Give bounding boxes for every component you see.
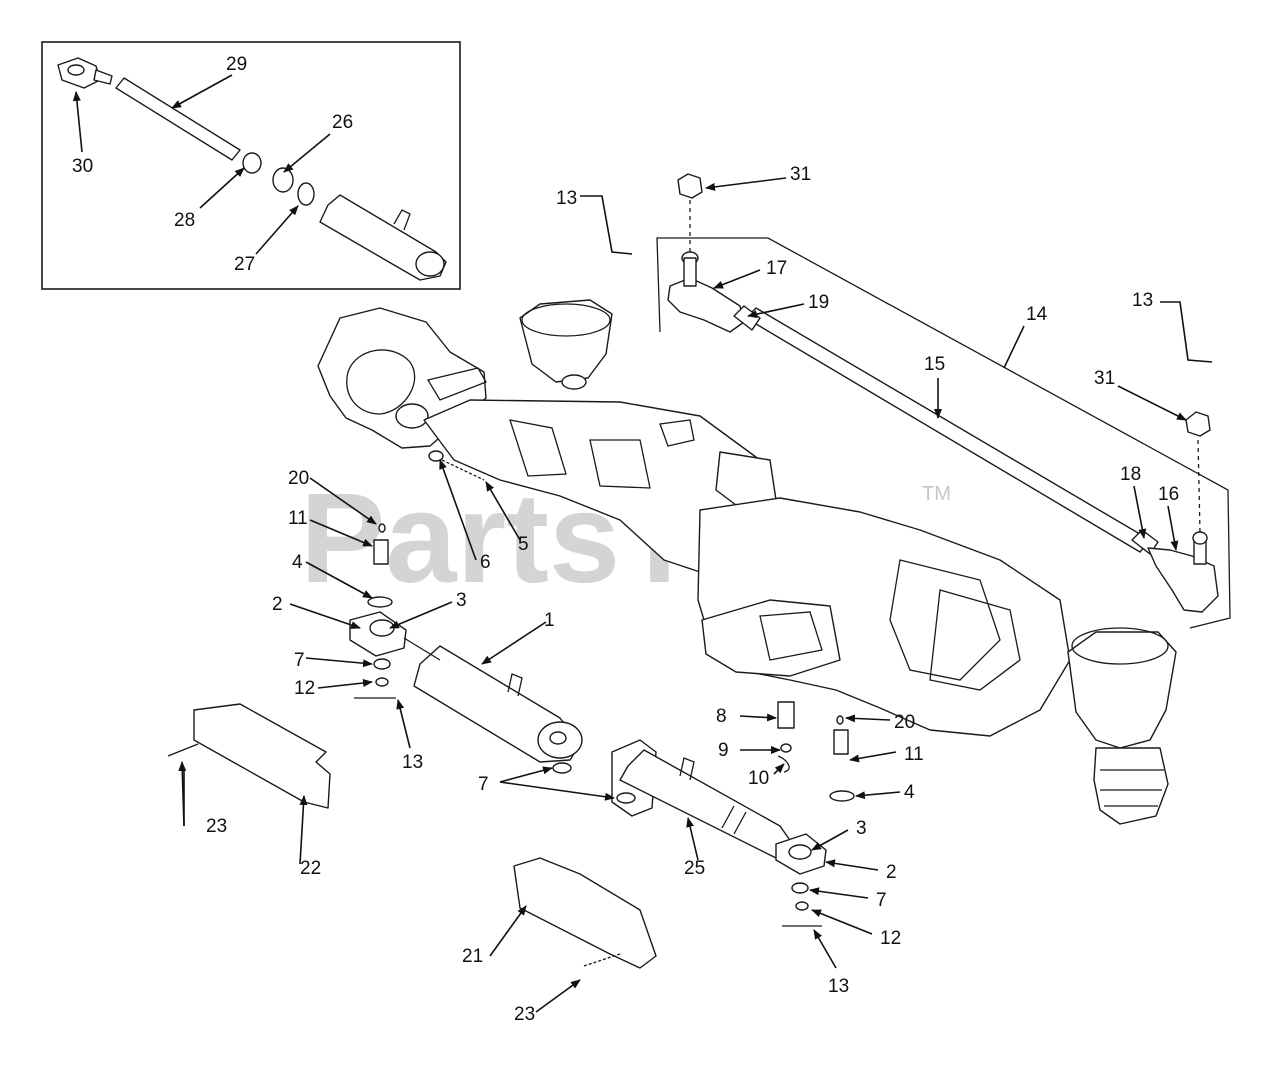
inset-frame (41, 41, 461, 290)
castle-nut-31-left (677, 173, 703, 199)
tie-rod-end-left-shaft (683, 257, 697, 287)
callout-29: 29 (226, 54, 247, 75)
callout-31-right: 31 (1094, 368, 1115, 389)
cylinder-guards (167, 703, 657, 969)
inset-ball-joint-stud (93, 69, 113, 85)
callout-12-right: 12 (880, 928, 901, 949)
guard-22 (193, 703, 331, 809)
callout-4-right: 4 (904, 782, 915, 803)
callout-15: 15 (924, 354, 945, 375)
guard-21 (513, 857, 657, 969)
callout-26: 26 (332, 112, 353, 133)
watermark-trademark: TM (922, 483, 951, 505)
steering-cylinder-right (428, 450, 855, 927)
washer-9 (780, 743, 792, 753)
callout-5: 5 (518, 534, 529, 555)
castle-nut-31-right (1185, 411, 1211, 437)
callout-8: 8 (716, 706, 727, 727)
callout-11-right: 11 (904, 744, 924, 765)
callout-22: 22 (300, 858, 321, 879)
clip-10 (777, 755, 790, 773)
callout-17: 17 (766, 258, 787, 279)
bushing-11-left (373, 539, 389, 565)
nut-7-left (373, 658, 391, 670)
callout-12-left: 12 (294, 678, 315, 699)
tie-rod-frame (656, 237, 1231, 629)
cylinder-1-port (507, 673, 523, 697)
washer-7-mid-b (616, 792, 636, 804)
callout-10: 10 (748, 768, 769, 789)
callout-1: 1 (544, 610, 555, 631)
callout-20-right: 20 (894, 712, 915, 733)
callout-19: 19 (808, 292, 829, 313)
inset-seal-27 (297, 182, 315, 206)
callout-31-left: 31 (790, 164, 811, 185)
ball-joint-3-right (788, 844, 812, 860)
inset-washer-28 (242, 152, 262, 174)
tie-rod-end-right-stud (1192, 531, 1208, 545)
callout-13-left: 13 (402, 752, 423, 773)
callout-7-mid: 7 (478, 774, 489, 795)
tie-rod-end-right (1147, 547, 1219, 613)
washer-4-left (367, 596, 393, 608)
inset-bushing-26 (272, 167, 294, 193)
callout-28: 28 (174, 210, 195, 231)
callout-27: 27 (234, 254, 255, 275)
callout-13-top-left: 13 (556, 188, 577, 209)
cotter-20-left (378, 523, 386, 533)
callout-2-left: 2 (272, 594, 283, 615)
callout-3-right: 3 (856, 818, 867, 839)
callout-2-right: 2 (886, 862, 897, 883)
callout-11-left: 11 (288, 508, 308, 529)
inset-piston-rod (115, 77, 241, 161)
bushing-11-right (833, 729, 849, 755)
washer-7-mid-a (552, 762, 572, 774)
callout-13-bottom: 13 (828, 976, 849, 997)
nut-12-right (795, 901, 809, 911)
callout-4-left: 4 (292, 552, 303, 573)
callout-14: 14 (1026, 304, 1048, 325)
screw-23-bottom (583, 953, 621, 967)
nut-12-left (375, 677, 389, 687)
callout-20-left: 20 (288, 468, 309, 489)
callout-23-left: 23 (206, 816, 227, 837)
callout-labels: 29 30 26 28 27 31 13 17 19 14 15 13 31 1… (72, 54, 1179, 1025)
cylinder-25-port (679, 757, 695, 781)
callout-7-right: 7 (876, 890, 887, 911)
callout-13-top-right: 13 (1132, 290, 1153, 311)
callout-21: 21 (462, 946, 483, 967)
axle-housing (317, 299, 1177, 825)
nut-7-right (791, 882, 809, 894)
callout-6: 6 (480, 552, 491, 573)
callout-9: 9 (718, 740, 729, 761)
callout-7-left: 7 (294, 650, 305, 671)
inset-detail (41, 41, 461, 290)
steering-cylinder-left (349, 523, 583, 763)
jam-nut-19 (733, 305, 761, 331)
inset-ball-joint-hole (67, 64, 85, 76)
callout-23-bottom: 23 (514, 1004, 535, 1025)
screw-23-left (167, 743, 199, 757)
callout-16: 16 (1158, 484, 1179, 505)
cylinder-1-eye (549, 731, 567, 745)
dash-31-right (1197, 439, 1201, 533)
tie-rod (667, 173, 1219, 613)
cylinder-25-collar (721, 805, 747, 835)
callout-30: 30 (72, 156, 93, 177)
leader-lines (72, 74, 1213, 1013)
tie-rod-end-left (667, 277, 745, 333)
inset-cylinder-port (393, 209, 411, 231)
callout-18: 18 (1120, 464, 1141, 485)
rod-1 (403, 637, 441, 661)
pivot-pin-8 (777, 701, 795, 729)
nut-6 (428, 450, 444, 462)
callout-25: 25 (684, 858, 705, 879)
spring-5 (441, 459, 485, 481)
cotter-20-right (836, 715, 844, 725)
callout-3-left: 3 (456, 590, 467, 611)
inset-cylinder-end (415, 251, 445, 277)
washer-4-right (829, 790, 855, 802)
